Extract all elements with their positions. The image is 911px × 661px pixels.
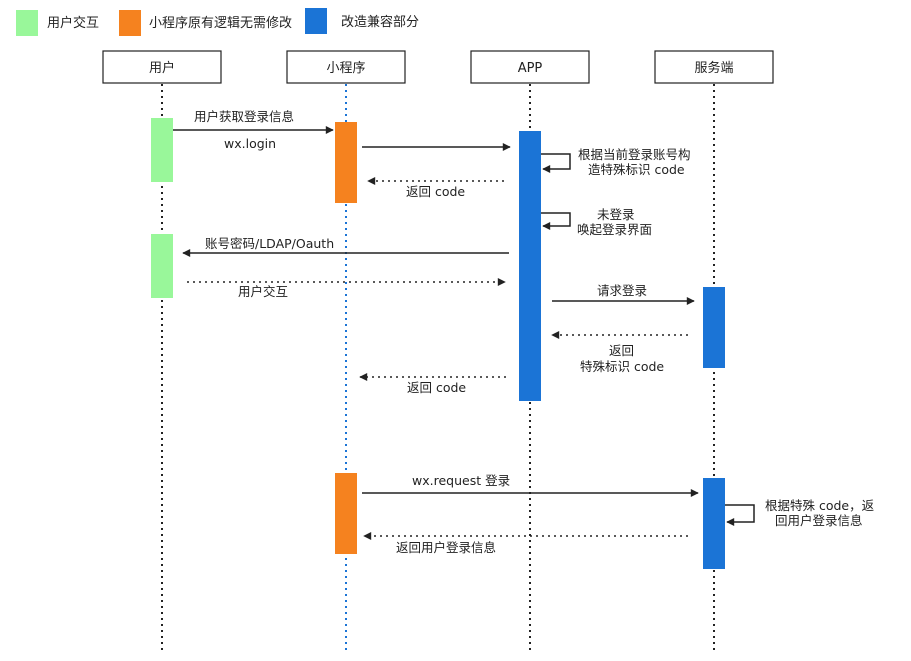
activation-miniprogram-2 (335, 473, 357, 554)
legend-label-user-interaction: 用户交互 (47, 15, 99, 31)
message-label-get-login-info: 用户获取登录信息 (194, 109, 294, 124)
self-call-not-logged-in (541, 212, 571, 230)
participant-user: 用户 (102, 50, 222, 84)
participant-app: APP (470, 50, 590, 84)
self-call-label-build-code-1: 根据当前登录账号构 (578, 147, 691, 162)
legend-label-compat: 改造兼容部分 (341, 14, 419, 30)
legend: 用户交互 小程序原有逻辑无需修改 改造兼容部分 (16, 8, 419, 36)
message-label-return-code-1: 返回 code (406, 184, 465, 199)
message-label-return-special-1: 返回 (609, 343, 634, 358)
activation-user-1 (151, 118, 173, 182)
message-label-return-user-info: 返回用户登录信息 (396, 540, 496, 555)
message-label-wx-login: wx.login (224, 136, 276, 151)
participant-server-label: 服务端 (694, 60, 733, 76)
activation-miniprogram-1 (335, 122, 357, 203)
self-call-build-code (541, 153, 571, 173)
self-call-label-not-logged-in-2: 唤起登录界面 (577, 222, 652, 237)
self-call-label-build-code-2: 造特殊标识 code (588, 162, 685, 177)
legend-label-miniprogram: 小程序原有逻辑无需修改 (149, 16, 292, 31)
message-label-wx-request: wx.request 登录 (412, 473, 510, 488)
message-label-return-code-2: 返回 code (407, 380, 466, 395)
legend-swatch-user-interaction (16, 10, 38, 36)
message-label-credentials: 账号密码/LDAP/Oauth (205, 236, 334, 251)
legend-swatch-compat (305, 8, 327, 34)
participant-server: 服务端 (654, 50, 774, 84)
self-call-label-not-logged-in-1: 未登录 (597, 207, 635, 222)
participant-miniprogram-label: 小程序 (326, 61, 365, 76)
participant-user-label: 用户 (149, 60, 175, 76)
message-label-request-login: 请求登录 (597, 283, 647, 298)
participant-app-label: APP (518, 61, 543, 76)
participant-miniprogram: 小程序 (286, 50, 406, 84)
self-call-server-lookup (725, 504, 755, 526)
message-label-user-interaction: 用户交互 (238, 284, 288, 299)
self-call-label-server-2: 回用户登录信息 (775, 513, 863, 528)
activation-user-2 (151, 234, 173, 298)
self-call-label-server-1: 根据特殊 code，返 (765, 498, 874, 513)
activation-app (519, 131, 541, 401)
activation-server-1 (703, 287, 725, 368)
legend-swatch-miniprogram (119, 10, 141, 36)
message-label-return-special-2: 特殊标识 code (580, 359, 664, 374)
activation-server-2 (703, 478, 725, 569)
